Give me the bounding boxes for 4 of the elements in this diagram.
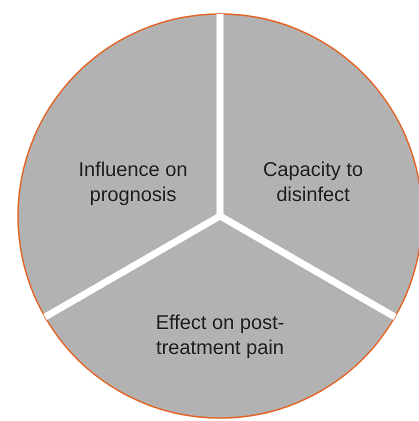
segment-label: Influence on prognosis [78, 158, 188, 208]
segment-label: Capacity to disinfect [262, 158, 364, 208]
segment-label: Effect on post-treatment pain [154, 311, 286, 361]
pie-segment [220, 14, 419, 317]
